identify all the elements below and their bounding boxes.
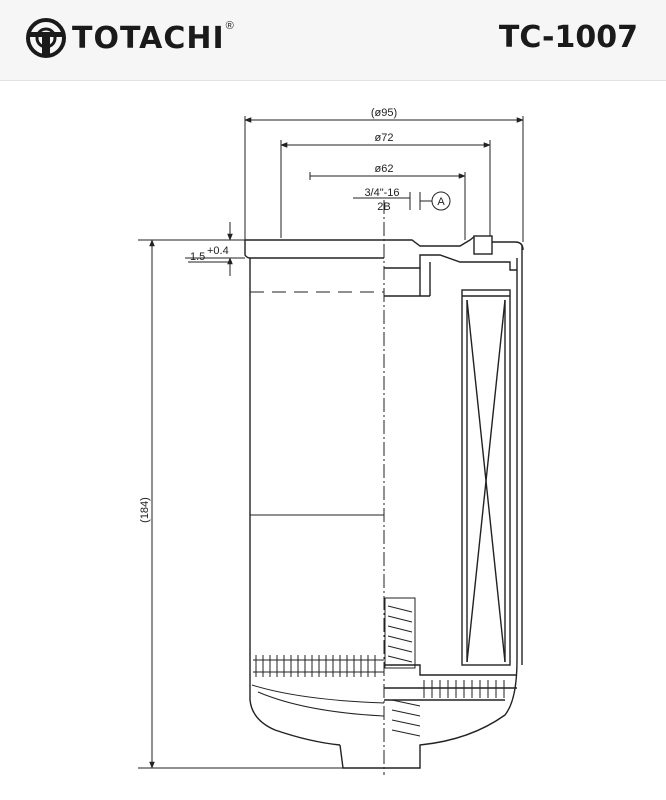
- dim-gasket-tolerance: +0.4: [207, 245, 229, 257]
- filter-exterior-view: [244, 239, 384, 769]
- dim-outer-diameter: (ø95): [371, 107, 397, 119]
- brand-logo: TOTACHI ®: [24, 16, 234, 60]
- dim-inner-diameter: ø62: [375, 163, 394, 175]
- gasket-section: [473, 235, 493, 255]
- dimension-lines: [149, 117, 524, 769]
- section-marker: A: [437, 196, 445, 208]
- totachi-logo-icon: [26, 18, 66, 58]
- part-number: TC-1007: [498, 20, 638, 55]
- filter-cross-section: [384, 235, 524, 769]
- bottom-bead-ring: [251, 655, 385, 717]
- bypass-valve: [384, 597, 421, 737]
- filter-element: [461, 289, 511, 666]
- section-marker-circle: [431, 191, 451, 211]
- brand-name: TOTACHI: [72, 20, 225, 56]
- dim-height: (184): [139, 497, 151, 523]
- dim-gasket-thickness: 1.5: [190, 251, 205, 263]
- dim-gasket-diameter: ø72: [375, 132, 394, 144]
- extension-lines: [138, 116, 524, 769]
- section-bead-ticks: [423, 680, 505, 698]
- filter-technical-drawing: (ø95) ø72 ø62 3/4"-16 2B A 1.5 +0.4 (184…: [138, 107, 524, 775]
- header-bar: TOTACHI ® TC-1007: [0, 0, 666, 81]
- registered-mark: ®: [225, 20, 234, 32]
- thread-spec: 3/4"-16: [364, 187, 399, 199]
